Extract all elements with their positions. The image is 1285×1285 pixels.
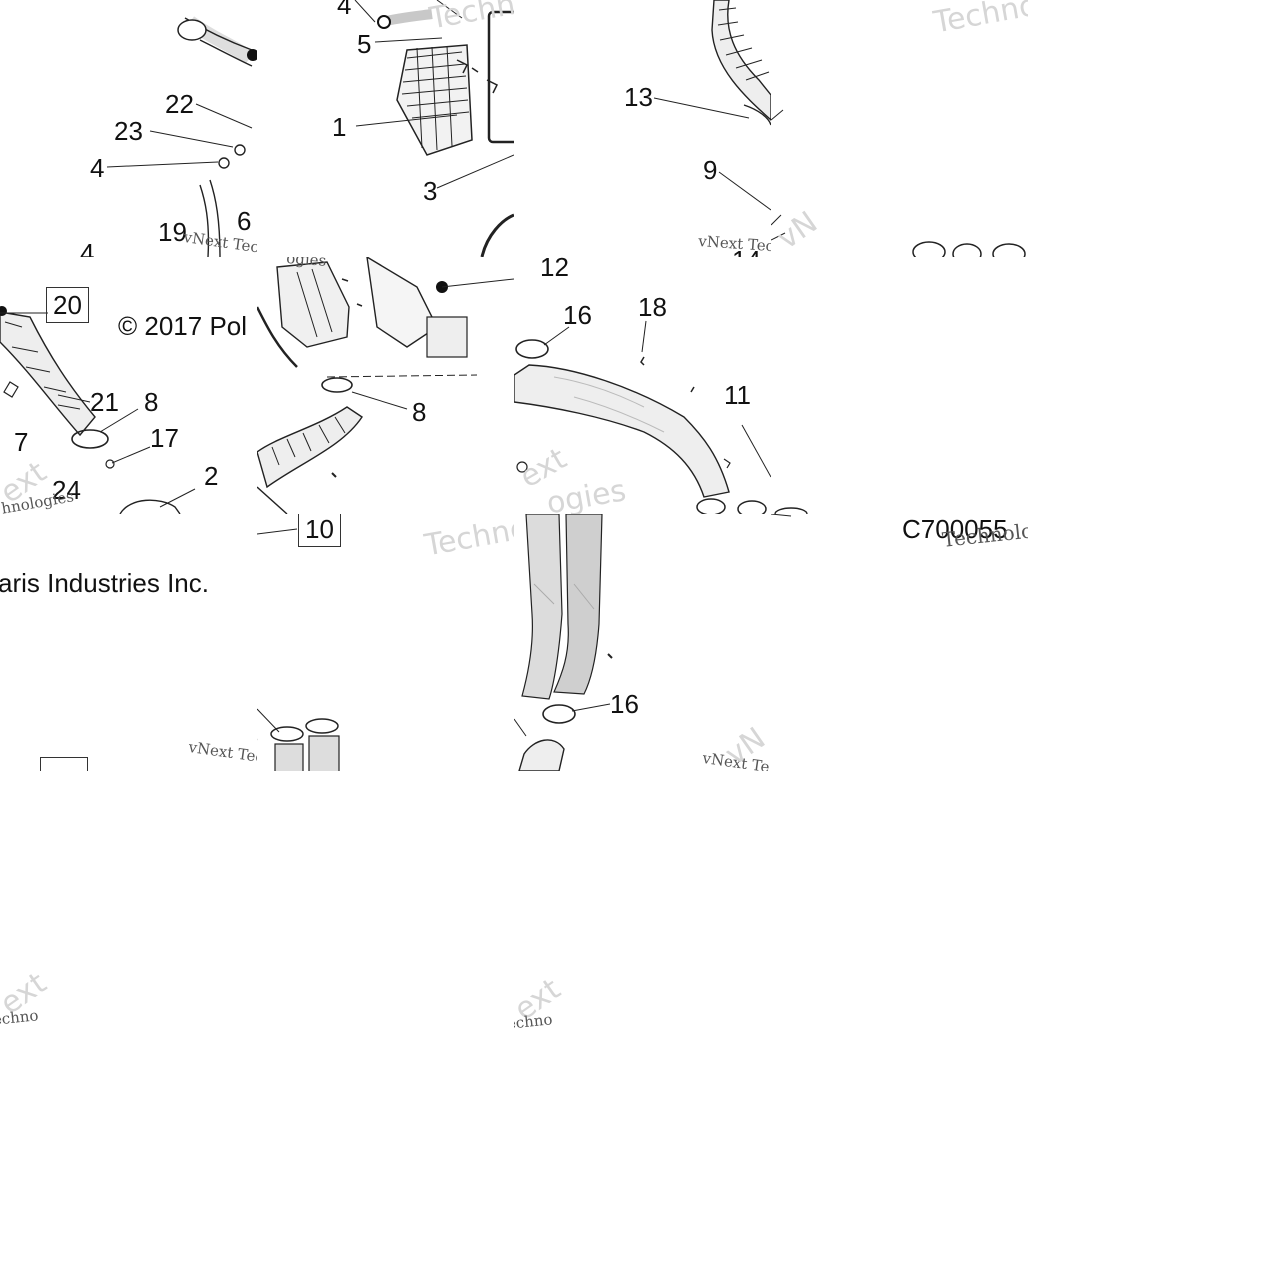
callout-7: 7 [14, 427, 29, 457]
diagram-tile-r0c0: 22 23 4 19 6 4 vNext Tec [0, 0, 257, 257]
filter-and-hose-drawing [257, 257, 514, 514]
callout-3: 3 [423, 176, 438, 206]
diagram-tile-r0c2: 13 9 14 vNext Technologies [514, 0, 771, 257]
callout-24: 24 [52, 475, 81, 505]
callout-4-b: 4 [90, 153, 105, 183]
callout-6: 6 [237, 206, 252, 236]
rear-duct-drawing [514, 320, 771, 514]
diagram-tile-r0c3: Techno vN [771, 0, 1028, 257]
callout-5: 5 [357, 29, 372, 59]
callout-13: 13 [624, 82, 653, 112]
callout-18: 18 [638, 292, 667, 322]
drawing-corner [771, 514, 792, 517]
callout-21: 21 [90, 387, 119, 417]
callout-16-b: 16 [610, 689, 639, 719]
diagram-tile-r0c1: 4 5 1 3 Techno [257, 0, 514, 257]
twin-intake-drawing [514, 514, 613, 771]
watermark-text: echno [514, 1010, 554, 1028]
diagram-tile-r1c0: 20 © 2017 Pol 21 8 17 7 24 2 ext hnologi… [0, 257, 257, 514]
drawing-code: C700055 [902, 514, 1008, 544]
clamp-drawing [771, 109, 1026, 257]
diagram-tile-r1c2: 12 16 18 11 15 ext ogies [514, 257, 771, 514]
callout-12: 12 [540, 257, 569, 282]
callout-2: 2 [204, 461, 219, 491]
diagram-tile-r2c3: C700055 Technolc [771, 514, 1028, 771]
airbox-drawing [354, 0, 514, 257]
diagram-tile-r1c1: 8 ogies [257, 257, 514, 514]
callout-10: 10 [298, 514, 341, 547]
diagram-tile-r1c3 [771, 257, 1028, 514]
watermark-text: echno [0, 1006, 40, 1028]
duct-drawing [653, 0, 771, 211]
callout-16-a: 16 [563, 300, 592, 330]
callout-4-c: 4 [80, 238, 95, 257]
copyright-text: aris Industries Inc. [0, 568, 209, 598]
callout-22: 22 [165, 89, 194, 119]
callout-1: 1 [332, 112, 347, 142]
callout-23: 23 [114, 116, 143, 146]
callout-19: 19 [158, 217, 187, 247]
clamp-detail-drawing [774, 507, 808, 514]
callout-17: 17 [150, 423, 179, 453]
callout-8-a: 8 [144, 387, 159, 417]
diagram-tile-r3c2: ext echno [514, 771, 771, 1028]
callout-14-a: 14 [732, 247, 761, 257]
diagram-tile-r2c0: aris Industries Inc. vNext Tec [0, 514, 257, 771]
callout-11: 11 [724, 380, 751, 410]
intake-tube-drawing [106, 16, 257, 257]
copyright-text: © 2017 Pol [118, 311, 248, 341]
callout-9: 9 [703, 155, 718, 185]
inlet-hose-drawing [0, 306, 196, 514]
watermark-text: vNext Tec [187, 738, 257, 767]
callout-20: 20 [46, 287, 89, 323]
callout-8-b: 8 [412, 397, 427, 427]
callout-box-partial [40, 757, 88, 771]
diagram-tile-r2c1: 10 Technolo vN [257, 514, 514, 771]
diagram-tile-r2c2: 14 16 vNext Te vN [514, 514, 771, 771]
duct-pair-drawing [257, 528, 340, 771]
diagram-tile-r3c0: ext echno [0, 771, 257, 1028]
callout-4-a: 4 [337, 0, 352, 20]
